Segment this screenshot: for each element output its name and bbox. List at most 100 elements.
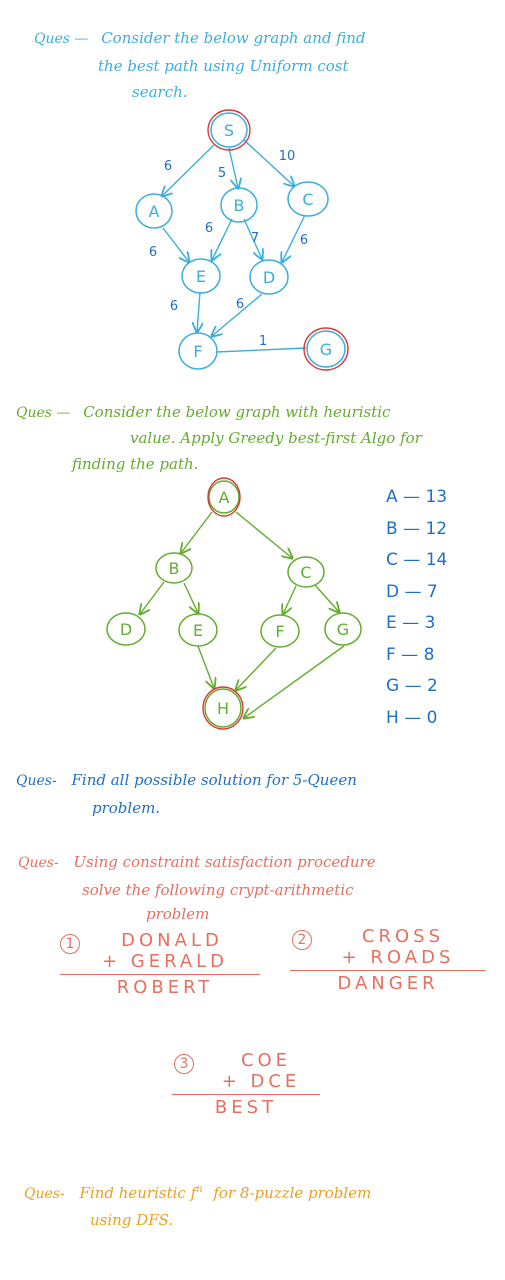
- puzzle-divider: [290, 970, 486, 971]
- question-1-line2: the best path using Uniform cost: [98, 57, 349, 75]
- edge-c-d: [282, 214, 306, 262]
- edge-f-h: [236, 647, 277, 690]
- node-g2: [324, 612, 362, 646]
- puzzle-bottom: + DCE: [221, 1071, 301, 1092]
- node-label-g2: G: [337, 620, 349, 639]
- puzzle-divider: [60, 974, 260, 975]
- node-label-d2: D: [120, 620, 132, 639]
- node-a2: [208, 480, 240, 514]
- question-text-2: for 8-puzzle problem: [213, 1184, 372, 1202]
- edge-e-h: [197, 645, 214, 688]
- puzzle-1: 1 DONALD + GERALD ROBERT: [60, 930, 260, 998]
- question-text: Consider the below graph with heuristic: [83, 403, 391, 421]
- start-highlight-circle-2: [207, 477, 241, 517]
- question-1-line3: search.: [132, 83, 188, 101]
- heuristic-row: G — 2: [386, 676, 438, 696]
- node-c: [287, 181, 329, 217]
- node-label-f: F: [193, 342, 202, 361]
- edge-c-g: [314, 584, 339, 612]
- edge-a-c: [235, 511, 292, 558]
- node-f: [178, 332, 218, 370]
- node-label-h2: H: [217, 699, 229, 718]
- puzzle-number: 3: [174, 1054, 194, 1074]
- node-label-a: A: [149, 202, 160, 221]
- edge-f-g: [215, 347, 307, 353]
- node-label-b2: B: [169, 559, 180, 578]
- edge-a-b: [181, 511, 213, 553]
- weight-d-f: 6: [236, 297, 244, 312]
- weight-a-e: 6: [149, 245, 157, 260]
- puzzle-result: ROBERT: [116, 977, 214, 998]
- puzzle-top: CROSS: [361, 926, 445, 947]
- heuristic-table: A — 13 B — 12 C — 14 D — 7 E — 3 F — 8 G…: [386, 482, 447, 734]
- edge-s-c: [243, 139, 294, 186]
- puzzle-result: BEST: [214, 1097, 278, 1118]
- puzzle-number: 2: [292, 930, 312, 950]
- superscript-n: n: [196, 1184, 203, 1195]
- puzzle-result: DANGER: [337, 973, 439, 994]
- question-label: Ques —: [16, 405, 71, 421]
- question-text: Find heuristic f: [79, 1184, 197, 1202]
- question-5-line2: using DFS.: [90, 1211, 174, 1229]
- question-5: Ques- Find heuristic fn for 8-puzzle pro…: [24, 1178, 371, 1206]
- question-2-line2: value. Apply Greedy best-first Algo for: [130, 429, 422, 447]
- puzzle-bottom: + GERALD: [101, 951, 229, 972]
- node-a: [135, 193, 173, 229]
- question-text: Consider the below graph and find: [101, 29, 366, 47]
- edge-c-f: [283, 585, 297, 614]
- heuristic-row: E — 3: [386, 613, 436, 633]
- node-s: [210, 112, 248, 148]
- node-d: [249, 259, 289, 295]
- weight-s-a: 6: [164, 159, 172, 174]
- puzzle-top: COE: [240, 1050, 292, 1071]
- edge-b-d2: [140, 581, 165, 614]
- node-label-b: B: [234, 196, 245, 215]
- heuristic-row: D — 7: [386, 581, 438, 602]
- heuristic-row: F — 8: [386, 644, 435, 665]
- weight-f-g: 1: [259, 334, 267, 349]
- edge-b-d: [243, 218, 262, 259]
- node-f2: [260, 614, 300, 648]
- node-label-c2: C: [300, 563, 311, 582]
- node-e2: [178, 613, 218, 647]
- edge-b-e: [212, 218, 233, 260]
- question-2: Ques — Consider the below graph with heu…: [16, 400, 390, 425]
- node-h2: [204, 688, 242, 728]
- edge-d-f: [212, 293, 263, 336]
- weight-e-f: 6: [170, 299, 178, 314]
- node-label-s: S: [224, 121, 234, 140]
- node-label-f2: F: [275, 622, 284, 641]
- edge-s-b: [228, 147, 238, 188]
- node-c2: [287, 556, 325, 588]
- node-label-g: G: [320, 340, 332, 359]
- weight-b-e: 6: [205, 221, 213, 236]
- question-label: Ques-: [18, 855, 59, 871]
- puzzle-divider: [172, 1094, 320, 1095]
- question-label: Ques —: [34, 31, 89, 47]
- question-4: Ques- Using constraint satisfaction proc…: [18, 850, 376, 875]
- node-e: [181, 258, 221, 294]
- question-4-line2: solve the following crypt-arithmetic: [82, 881, 354, 899]
- heuristic-row: H — 0: [386, 707, 438, 728]
- node-label-e: E: [196, 267, 206, 286]
- weight-s-c: 10: [279, 149, 296, 164]
- node-label-c: C: [302, 190, 313, 209]
- edge-e-f: [197, 291, 200, 332]
- edge-g-h: [244, 645, 345, 718]
- node-b2: [155, 552, 193, 584]
- heuristic-row: C — 14: [386, 550, 448, 570]
- node-label-d: D: [263, 268, 275, 287]
- question-label: Ques-: [24, 1186, 65, 1202]
- node-label-a2: A: [219, 488, 230, 507]
- question-text: Find all possible solution for 5-Queen: [71, 771, 357, 789]
- node-g: [306, 330, 346, 368]
- node-label-e2: E: [193, 621, 203, 640]
- edge-s-a: [162, 144, 215, 196]
- question-1: Ques — Consider the below graph and find: [34, 26, 366, 51]
- question-4-line3: problem: [146, 905, 210, 923]
- puzzle-number: 1: [60, 934, 80, 954]
- question-3-line2: problem.: [92, 799, 161, 817]
- puzzle-bottom: + ROADS: [341, 947, 455, 968]
- node-d2: [106, 612, 146, 646]
